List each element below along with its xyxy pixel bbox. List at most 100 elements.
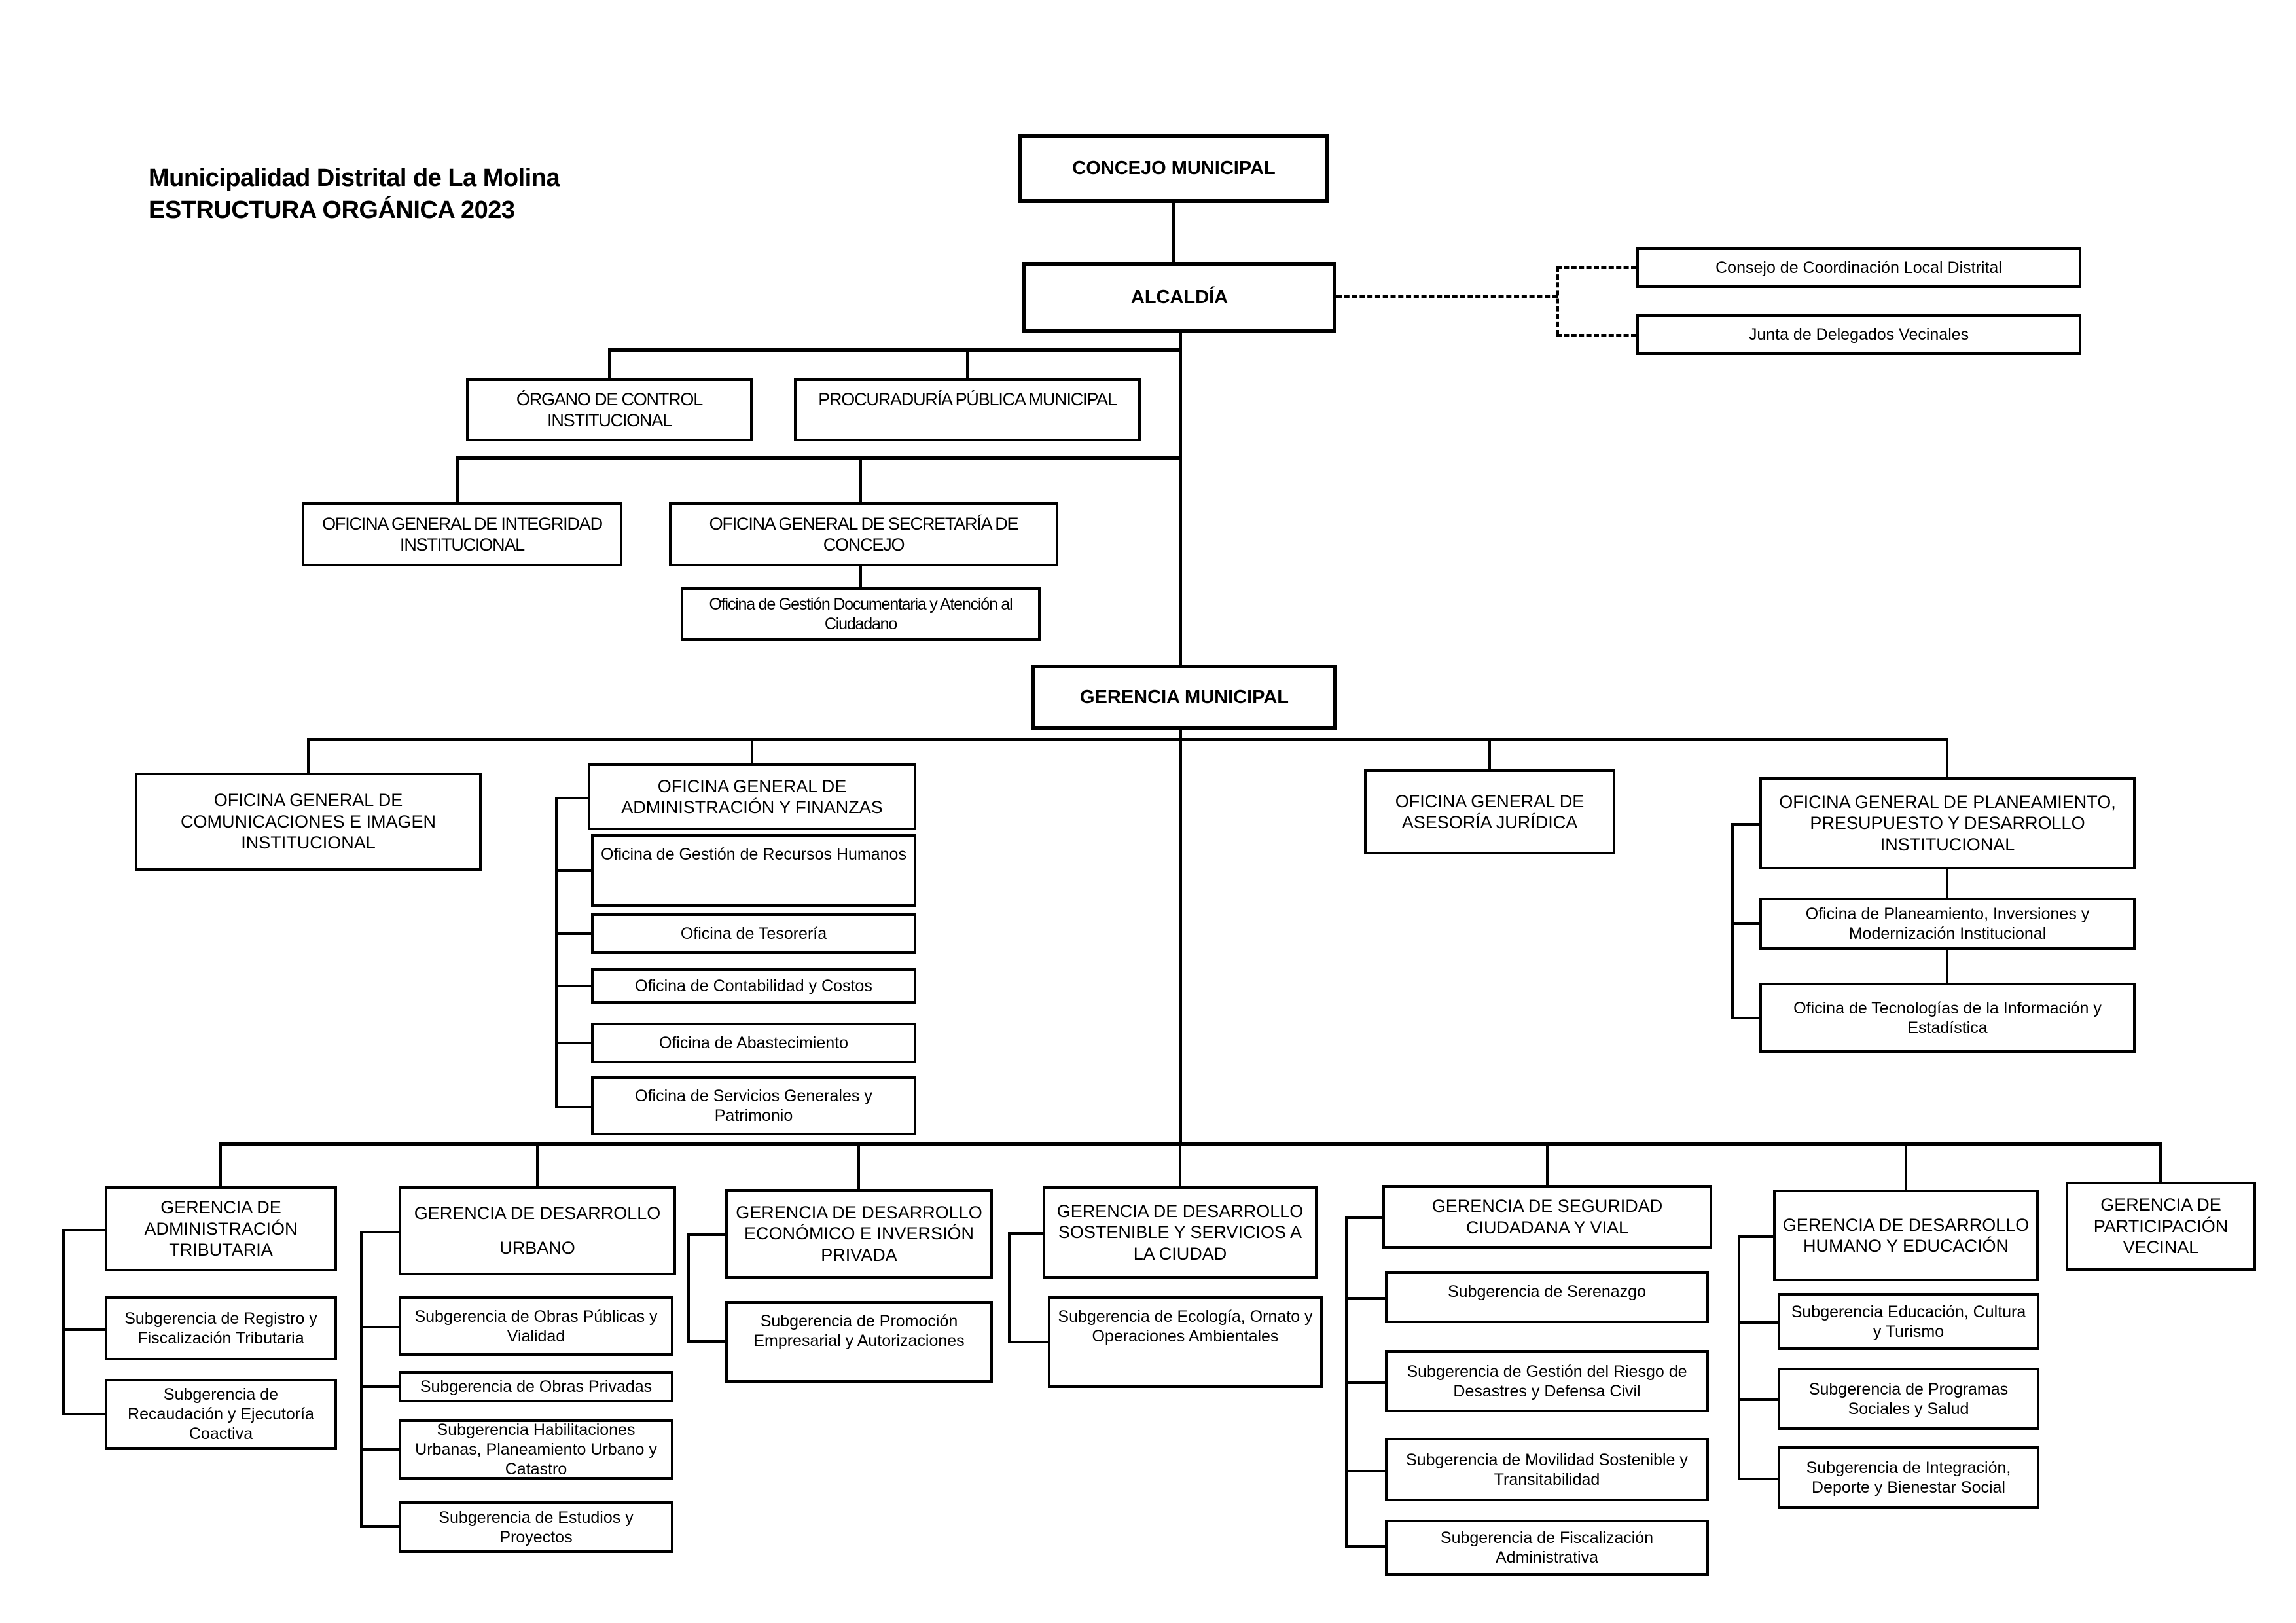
connector-stub-comunicaciones [307, 738, 310, 774]
node-sg-integracion: Subgerencia de Integración, Deporte y Bi… [1778, 1446, 2039, 1509]
connector-midtier-line [307, 738, 1948, 741]
stub-desarrollo-economico [857, 1142, 860, 1189]
node-alcaldia: ALCALDÍA [1022, 262, 1336, 333]
node-abastecimiento: Oficina de Abastecimiento [591, 1023, 916, 1063]
node-sg-habilitaciones-label: Subgerencia Habilitaciones Urbanas, Plan… [415, 1421, 657, 1478]
node-servicios-generales-label: Oficina de Servicios Generales y Patrimo… [635, 1087, 872, 1125]
node-gerencia-desarrollo-economico: GERENCIA DE DESARROLLO ECONÓMICO E INVER… [725, 1189, 993, 1279]
bracket-stub-habilitaciones [360, 1448, 399, 1451]
connector-branch-secretaria [456, 456, 1182, 460]
bracket-stub-servicios [555, 1106, 592, 1108]
bracket-stub-serenazgo [1345, 1297, 1385, 1300]
node-sg-obras-privadas-label: Subgerencia de Obras Privadas [420, 1377, 653, 1396]
node-sg-estudios-label: Subgerencia de Estudios y Proyectos [439, 1508, 634, 1546]
node-tesoreria-label: Oficina de Tesorería [680, 924, 827, 943]
bracket-humano-parent [1738, 1235, 1773, 1238]
node-comunicaciones-label: OFICINA GENERAL DE COMUNICACIONES E IMAG… [180, 790, 437, 853]
bracket-stub-recaudacion [62, 1413, 105, 1415]
connector-stub-planeamiento [1946, 738, 1948, 778]
stub-admin-tributaria [219, 1142, 222, 1186]
connector-stub-integridad [456, 456, 459, 502]
dashed-alcaldia-out [1336, 295, 1558, 298]
bracket-stub-rrhh [555, 869, 592, 872]
node-planeamiento-inversiones-label: Oficina de Planeamiento, Inversiones y M… [1805, 905, 2090, 943]
node-sg-promocion-label: Subgerencia de Promoción Empresarial y A… [753, 1312, 965, 1350]
node-gerencia-desarrollo-humano: GERENCIA DE DESARROLLO HUMANO Y EDUCACIÓ… [1773, 1190, 2039, 1281]
node-gerencia-desarrollo-urbano-label: GERENCIA DE DESARROLLO URBANO [414, 1203, 661, 1258]
node-sg-registro-label: Subgerencia de Registro y Fiscalización … [124, 1309, 317, 1347]
connector-stub-procuraduria [966, 348, 969, 378]
node-gerencia-seguridad: GERENCIA DE SEGURIDAD CIUDADANA Y VIAL [1382, 1185, 1712, 1249]
node-sg-integracion-label: Subgerencia de Integración, Deporte y Bi… [1806, 1459, 2011, 1497]
bracket-stub-programas [1738, 1398, 1778, 1401]
connector-stub-organo [608, 348, 611, 378]
node-gerencia-participacion-label: GERENCIA DE PARTICIPACIÓN VECINAL [2093, 1195, 2229, 1258]
node-gerencia-municipal-label: GERENCIA MUNICIPAL [1080, 686, 1289, 708]
bracket-stub-tecnologias [1731, 1017, 1759, 1019]
stub-desarrollo-humano [1905, 1142, 1907, 1190]
node-procuraduria-label: PROCURADURÍA PÚBLICA MUNICIPAL [818, 390, 1117, 409]
node-sg-obras-privadas: Subgerencia de Obras Privadas [399, 1371, 673, 1402]
connector-secretaria-gestion [859, 565, 862, 589]
node-sg-recaudacion-label: Subgerencia de Recaudación y Ejecutoría … [128, 1385, 314, 1443]
node-gerencia-seguridad-label: GERENCIA DE SEGURIDAD CIUDADANA Y VIAL [1431, 1196, 1663, 1237]
node-sg-educacion: Subgerencia Educación, Cultura y Turismo [1778, 1293, 2039, 1350]
node-junta-delegados-label: Junta de Delegados Vecinales [1748, 325, 1969, 344]
stub-desarrollo-sostenible [1179, 1142, 1181, 1186]
connector-stub-admin-finanzas [751, 738, 753, 765]
dashed-vertical [1556, 266, 1559, 335]
bracket-stub-movilidad [1345, 1470, 1385, 1472]
node-sg-recaudacion: Subgerencia de Recaudación y Ejecutoría … [105, 1379, 337, 1450]
node-organo-control-label: ÓRGANO DE CONTROL INSTITUCIONAL [516, 389, 703, 430]
bracket-stub-registro [62, 1328, 105, 1331]
bracket-seguridad-parent [1345, 1216, 1382, 1219]
node-concejo-municipal-label: CONCEJO MUNICIPAL [1072, 158, 1276, 179]
node-organo-control: ÓRGANO DE CONTROL INSTITUCIONAL [466, 378, 753, 441]
bracket-desarrollo-economico [687, 1233, 690, 1343]
bracket-stub-obras-privadas [360, 1385, 399, 1388]
node-integridad-label: OFICINA GENERAL DE INTEGRIDAD INSTITUCIO… [322, 513, 603, 555]
node-sg-serenazgo-label: Subgerencia de Serenazgo [1447, 1283, 1646, 1301]
connector-concejo-alcaldia [1172, 203, 1175, 262]
node-contabilidad-label: Oficina de Contabilidad y Costos [635, 977, 872, 995]
node-comunicaciones: OFICINA GENERAL DE COMUNICACIONES E IMAG… [135, 773, 482, 871]
node-sg-registro: Subgerencia de Registro y Fiscalización … [105, 1296, 337, 1360]
stub-participacion [2159, 1142, 2162, 1182]
node-planeamiento-inversiones: Oficina de Planeamiento, Inversiones y M… [1759, 898, 2136, 950]
connector-bottom-line [219, 1142, 2162, 1146]
node-gerencia-participacion: GERENCIA DE PARTICIPACIÓN VECINAL [2066, 1182, 2256, 1271]
stub-desarrollo-urbano [536, 1142, 539, 1186]
node-gerencia-desarrollo-sostenible-label: GERENCIA DE DESARROLLO SOSTENIBLE Y SERV… [1056, 1201, 1304, 1264]
node-tesoreria: Oficina de Tesorería [591, 913, 916, 954]
bracket-urbano-parent [360, 1231, 399, 1233]
node-sg-promocion: Subgerencia de Promoción Empresarial y A… [725, 1301, 993, 1383]
node-gerencia-admin-tributaria: GERENCIA DE ADMINISTRACIÓN TRIBUTARIA [105, 1186, 337, 1271]
node-gerencia-desarrollo-urbano: GERENCIA DE DESARROLLO URBANO [399, 1186, 676, 1275]
node-sg-movilidad: Subgerencia de Movilidad Sostenible y Tr… [1385, 1438, 1709, 1501]
bracket-stub-contabilidad [555, 985, 592, 987]
bracket-stub-integracion [1738, 1478, 1778, 1480]
node-gerencia-municipal: GERENCIA MUNICIPAL [1031, 665, 1337, 730]
node-contabilidad: Oficina de Contabilidad y Costos [591, 968, 916, 1004]
bracket-desarrollo-sostenible [1008, 1232, 1011, 1343]
dashed-to-junta [1556, 334, 1636, 337]
node-junta-delegados: Junta de Delegados Vecinales [1636, 314, 2081, 355]
node-servicios-generales: Oficina de Servicios Generales y Patrimo… [591, 1076, 916, 1135]
node-sg-movilidad-label: Subgerencia de Movilidad Sostenible y Tr… [1406, 1450, 1688, 1489]
bracket-stub-fiscalizacion [1345, 1545, 1385, 1548]
bracket-stub-estudios [360, 1525, 399, 1528]
bracket-stub-promocion [687, 1340, 725, 1343]
node-consejo-coordinacion-label: Consejo de Coordinación Local Distrital [1715, 259, 2002, 277]
bracket-stub-abastecimiento [555, 1042, 592, 1044]
bracket-economico-parent [687, 1233, 725, 1236]
stub-seguridad [1546, 1142, 1549, 1185]
bracket-planeamiento-parent [1731, 823, 1759, 826]
bracket-sostenible-parent [1008, 1232, 1043, 1235]
node-abastecimiento-label: Oficina de Abastecimiento [658, 1034, 849, 1052]
node-sg-programas: Subgerencia de Programas Sociales y Salu… [1778, 1368, 2039, 1430]
bracket-stub-inversiones [1731, 922, 1759, 925]
node-alcaldia-label: ALCALDÍA [1130, 286, 1229, 308]
bracket-stub-riesgo [1345, 1381, 1385, 1384]
page-title-line2: ESTRUCTURA ORGÁNICA 2023 [149, 196, 515, 224]
node-secretaria-concejo-label: OFICINA GENERAL DE SECRETARÍA DE CONCEJO [709, 513, 1019, 555]
